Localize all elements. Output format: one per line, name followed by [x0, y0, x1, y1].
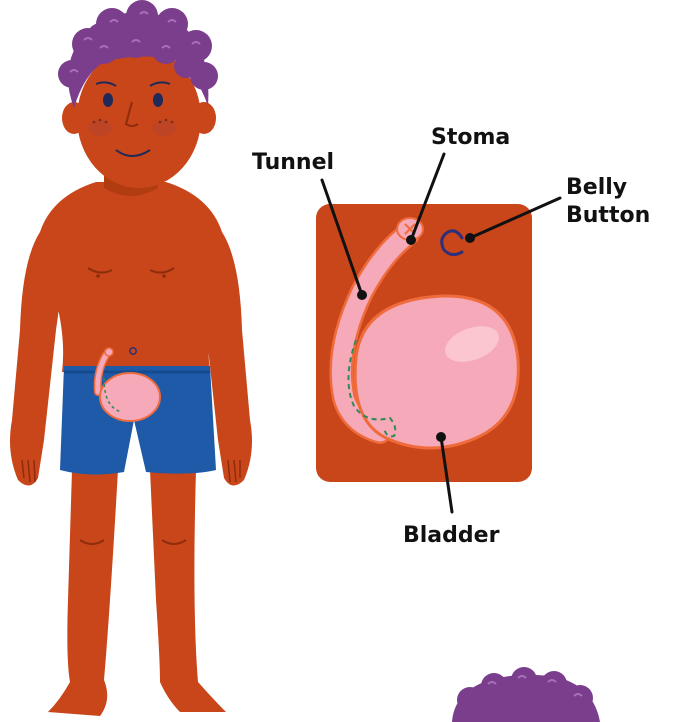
belly-button-label-line2: Button	[566, 203, 650, 228]
left-eye	[103, 93, 113, 107]
torso	[40, 182, 222, 372]
left-arm	[10, 232, 62, 486]
left-leg	[48, 470, 118, 716]
boy-figure	[10, 0, 252, 716]
right-eye	[153, 93, 163, 107]
bladder-shape	[355, 296, 518, 448]
inset-panel	[316, 204, 532, 482]
right-leg	[150, 470, 226, 712]
stoma-label: Stoma	[431, 125, 510, 150]
belly-button-label-line1: Belly	[566, 175, 627, 200]
bladder-label: Bladder	[403, 523, 500, 548]
tunnel-label: Tunnel	[252, 150, 334, 175]
